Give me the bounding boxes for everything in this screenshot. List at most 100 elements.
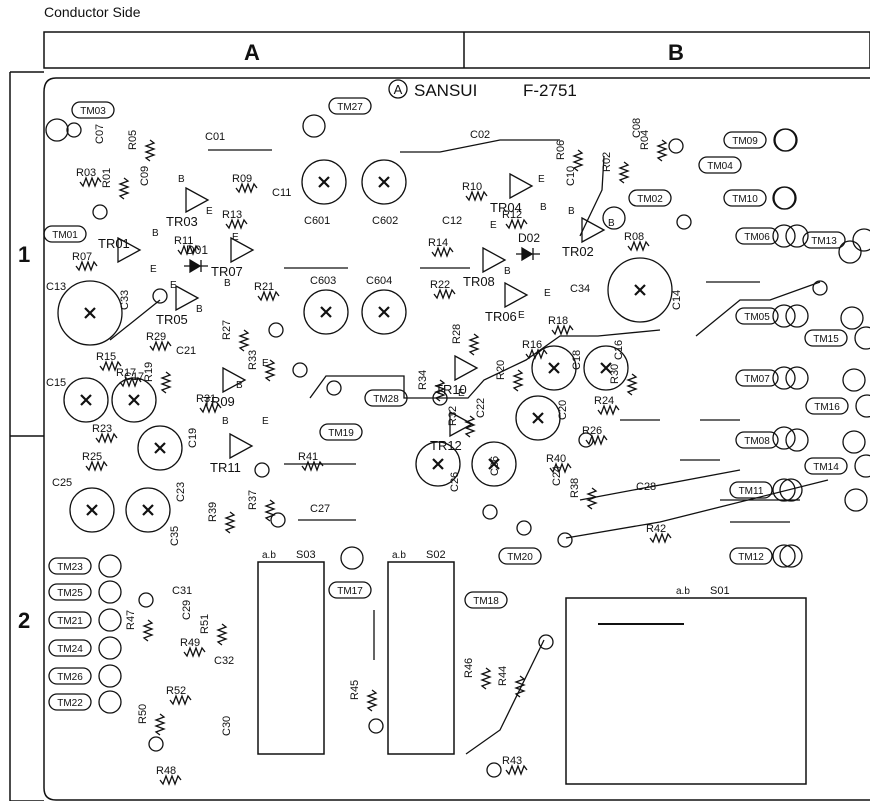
test-point-label: TM22 — [57, 698, 83, 709]
resistor-label: R45 — [349, 680, 361, 700]
resistor-symbol — [618, 161, 630, 184]
test-point-label: TM08 — [744, 436, 770, 447]
pin-letter: B — [540, 202, 547, 213]
test-point-tag — [48, 611, 92, 629]
pin-letter: E — [518, 310, 525, 321]
resistor-symbol — [235, 182, 258, 194]
solder-pad — [516, 520, 532, 536]
resistor-symbol — [512, 369, 524, 392]
transistor-label: TR03 — [166, 214, 198, 229]
diode-symbol — [516, 246, 540, 262]
diode-label: D02 — [518, 231, 540, 245]
capacitor-label: C33 — [119, 290, 131, 310]
resistor-symbol — [551, 324, 574, 336]
test-point-label: TM19 — [328, 428, 354, 439]
test-point-pad — [772, 478, 796, 502]
test-point-label: TM04 — [707, 161, 733, 172]
test-point-label: TM02 — [637, 194, 663, 205]
test-point-pad — [98, 554, 122, 578]
test-point-pad — [772, 224, 796, 248]
pin-letter: B — [608, 218, 615, 229]
electrolytic-capacitor — [471, 441, 517, 487]
test-point-label: TM10 — [732, 194, 758, 205]
test-point-label: TM25 — [57, 588, 83, 599]
pin-letter: B — [568, 206, 575, 217]
socket-box — [387, 561, 455, 755]
resistor-symbol — [585, 434, 608, 446]
resistor-label: R14 — [428, 237, 448, 249]
test-point-label: TM09 — [732, 136, 758, 147]
resistor-symbol — [366, 689, 378, 712]
test-point-pad — [840, 306, 864, 330]
test-point-tag — [735, 227, 779, 245]
test-point-label: TM21 — [57, 616, 83, 627]
test-point-pad — [302, 114, 326, 138]
pin-letter: E — [458, 388, 465, 399]
capacitor-label: C29 — [181, 600, 193, 620]
capacitor-polarity-mark — [154, 442, 166, 454]
test-point-pad — [98, 580, 122, 604]
resistor-label: R51 — [199, 614, 211, 634]
test-point-label: TM28 — [373, 394, 399, 405]
solder-pad — [557, 532, 573, 548]
socket-box — [565, 597, 807, 785]
test-point-tag — [805, 397, 849, 415]
capacitor-label: C31 — [172, 585, 192, 597]
electrolytic-capacitor — [607, 257, 673, 323]
pin-letter: E — [232, 232, 239, 243]
solder-pad — [326, 380, 342, 396]
resistor-symbol — [656, 139, 668, 162]
pin-letter: E — [262, 358, 269, 369]
transistor-label: TR07 — [211, 264, 243, 279]
resistor-symbol — [144, 139, 156, 162]
capacitor-polarity-mark — [548, 362, 560, 374]
diode-symbol — [184, 258, 208, 274]
resistor-label: R31 — [196, 393, 216, 405]
capacitor-label: C21 — [176, 345, 196, 357]
capacitor-label: C19 — [187, 428, 199, 448]
test-point-pad — [785, 366, 809, 390]
test-point-label: TM16 — [814, 402, 840, 413]
test-point-pad — [772, 304, 796, 328]
pin-letter: B — [236, 380, 243, 391]
resistor-label: R07 — [72, 251, 92, 263]
test-point-tag — [698, 156, 742, 174]
resistor-label: R06 — [555, 140, 567, 160]
resistor-label: R43 — [502, 755, 522, 767]
transistor-label: TR02 — [562, 244, 594, 259]
test-point-tag — [723, 189, 767, 207]
resistor-label: R34 — [417, 370, 429, 390]
capacitor-polarity-mark — [318, 176, 330, 188]
resistor-label: R41 — [298, 451, 318, 463]
pin-letter: B — [222, 416, 229, 427]
test-point-label: TM12 — [738, 552, 764, 563]
test-point-pad — [844, 488, 868, 512]
test-point-tag — [735, 369, 779, 387]
test-point-label: TM15 — [813, 334, 839, 345]
electrolytic-capacitor — [63, 377, 109, 423]
capacitor-label: C27 — [310, 503, 330, 515]
test-point-tag — [48, 693, 92, 711]
solder-pad — [292, 362, 308, 378]
pin-letter: E — [170, 280, 177, 291]
test-point-tag — [498, 547, 542, 565]
resistor-symbol — [159, 774, 182, 786]
electrolytic-capacitor — [125, 487, 171, 533]
solder-pad — [812, 280, 828, 296]
test-point-tag — [804, 329, 848, 347]
copper-trace — [565, 281, 829, 539]
transistor-symbol — [482, 246, 507, 274]
test-point-pad — [98, 608, 122, 632]
socket-label: S02 — [426, 549, 446, 561]
transistor-symbol — [222, 366, 247, 394]
solder-pad — [254, 462, 270, 478]
capacitor-label: C15 — [46, 377, 66, 389]
test-point-pad — [842, 368, 866, 392]
capacitor-label: C25 — [52, 477, 72, 489]
capacitor-label: C14 — [671, 290, 683, 310]
resistor-symbol — [142, 619, 154, 642]
resistor-label: R33 — [247, 350, 259, 370]
resistor-symbol — [118, 177, 130, 200]
capacitor-polarity-mark — [634, 284, 646, 296]
